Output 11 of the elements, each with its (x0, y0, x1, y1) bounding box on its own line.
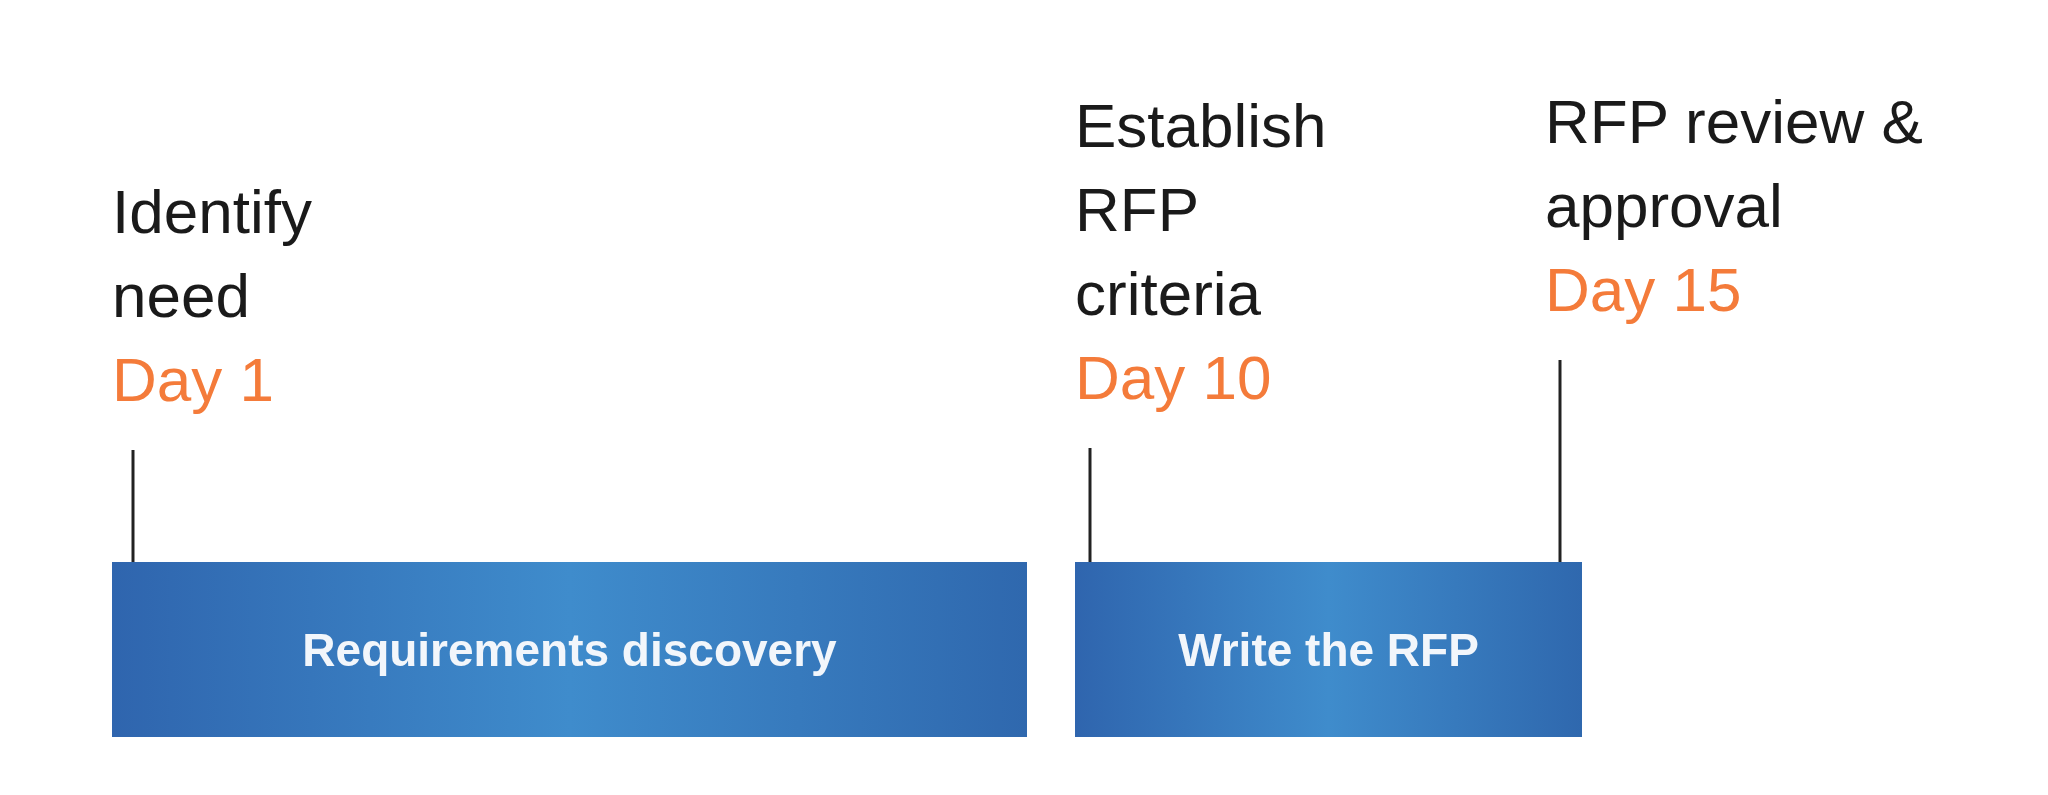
day-label: Day 1 (112, 344, 275, 416)
leader-line (131, 450, 135, 562)
phase-bar: Requirements discovery (112, 562, 1027, 737)
milestone-text: Establish RFP criteria (1075, 90, 1328, 330)
day-label: Day 15 (1545, 254, 1743, 326)
leader-line (1088, 448, 1092, 562)
phase-bar: Write the RFP (1075, 562, 1582, 737)
leader-line (1558, 360, 1562, 562)
day-label: Day 10 (1075, 342, 1273, 414)
milestone-text: RFP review & approval (1545, 86, 1924, 242)
milestone-text: Identify need (112, 176, 313, 332)
